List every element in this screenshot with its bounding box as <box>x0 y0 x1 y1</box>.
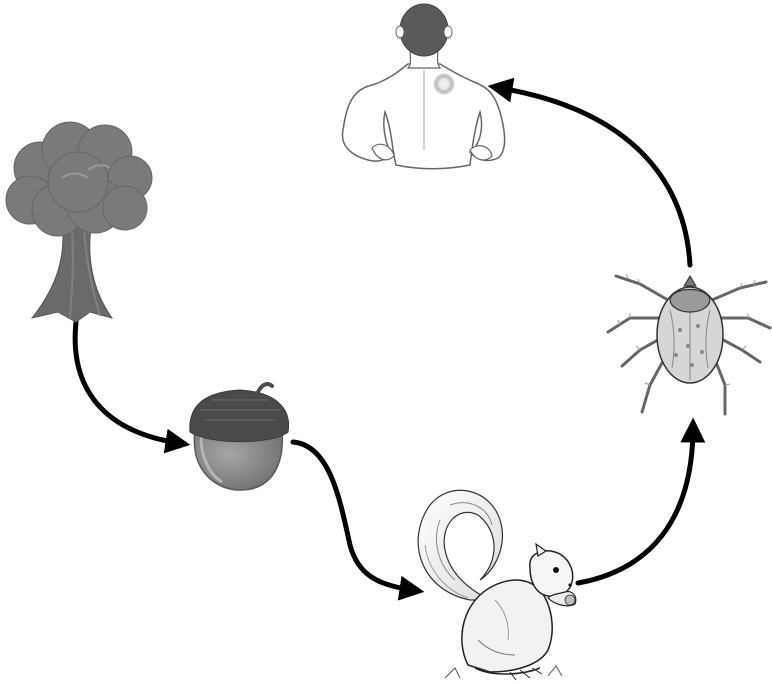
arrow-tick-to-human <box>500 88 690 265</box>
arrow-tree-to-acorn <box>75 322 178 443</box>
arrow-squirrel-to-tick <box>578 430 693 583</box>
squirrel-icon <box>418 490 576 680</box>
acorn-icon <box>190 384 289 490</box>
tick-icon <box>608 274 770 414</box>
human-with-bite-rash-icon <box>342 4 504 169</box>
oak-tree-icon <box>6 122 152 322</box>
arrow-acorn-to-squirrel <box>293 442 412 590</box>
cycle-arrows <box>75 88 693 590</box>
